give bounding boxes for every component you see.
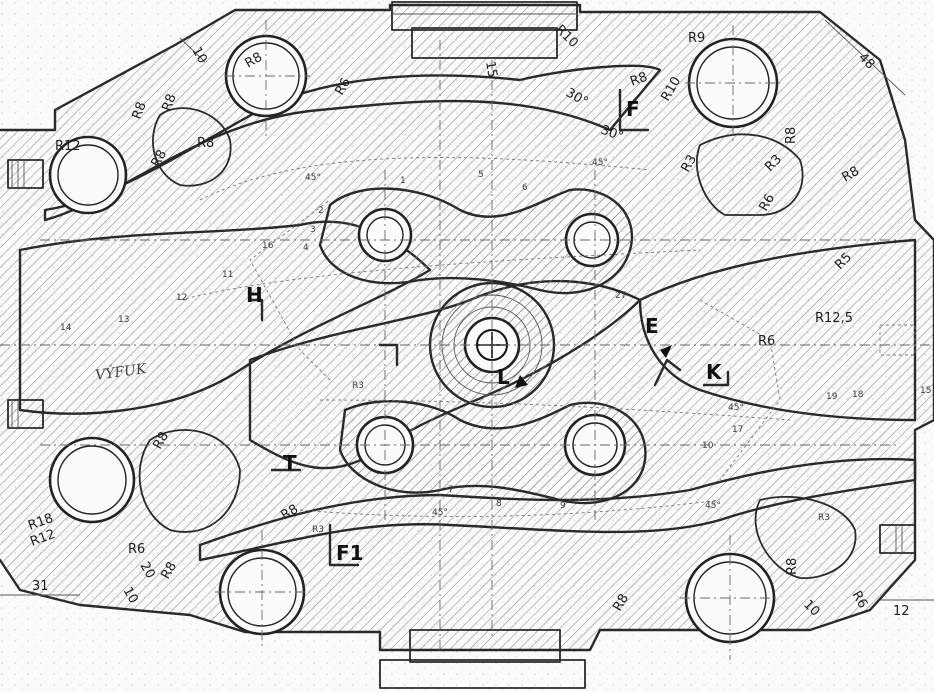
section-markers <box>248 88 730 567</box>
bore-left <box>48 135 128 215</box>
label-K: K <box>706 360 723 384</box>
radius-left-pocket-b: R8 <box>130 100 150 121</box>
svg-text:19: 19 <box>826 392 838 402</box>
svg-text:1: 1 <box>400 176 406 186</box>
dim-rib-top: 15 <box>482 60 500 79</box>
profile-arcs <box>179 157 791 518</box>
radius-lower-left-a: R8 <box>150 430 172 452</box>
radius-center-r3: R3 <box>352 381 364 391</box>
angle-a4: 45° <box>305 173 321 183</box>
radius-upper-right-a: R8 <box>628 70 649 90</box>
radius-left-pocket-a: R8 <box>148 148 170 170</box>
label-T: T <box>283 451 297 475</box>
label-F1: F1 <box>336 541 364 565</box>
threaded-ports <box>7 159 916 554</box>
radius-lower-left-e: R8 <box>158 560 180 582</box>
radius-right-edge: R8 <box>840 164 862 186</box>
svg-text:12: 12 <box>176 293 187 303</box>
svg-text:17: 17 <box>732 425 743 435</box>
svg-text:8: 8 <box>496 499 502 509</box>
radius-lower-mid-b: R3 <box>312 525 324 535</box>
label-F: F <box>626 97 640 121</box>
label-L: L <box>497 365 510 389</box>
angle-a2: 30° <box>599 123 626 145</box>
label-H: H <box>246 283 263 307</box>
radius-right-port-b: R6 <box>758 334 775 349</box>
bottom-flange <box>379 629 586 689</box>
bore-bottom-left <box>48 436 136 524</box>
radius-lower-right-c: R8 <box>610 592 632 614</box>
rotor-lower <box>338 400 647 505</box>
svg-text:11: 11 <box>222 270 233 280</box>
label-E: E <box>645 314 659 338</box>
svg-text:7: 7 <box>448 485 454 495</box>
radius-lower-mid-a: R8 <box>279 502 301 524</box>
dim-right-width: 12 <box>893 604 910 619</box>
svg-text:5: 5 <box>478 170 484 180</box>
svg-text:13: 13 <box>118 315 129 325</box>
svg-text:2: 2 <box>318 206 324 216</box>
center-lines <box>0 20 934 660</box>
angle-a7: 45° <box>728 403 744 413</box>
dim-top-left: 10 <box>189 45 210 67</box>
radius-lower-right-b: R3 <box>818 513 830 523</box>
radius-left-boss: R12 <box>55 139 81 154</box>
radius-lower-right-d: R6 <box>849 589 871 611</box>
radius-lower-right-a: R8 <box>785 558 800 575</box>
bore-rotor-upper-right <box>564 212 620 268</box>
svg-text:15: 15 <box>920 386 931 396</box>
svg-text:9: 9 <box>560 501 566 511</box>
svg-text:4: 4 <box>303 243 309 253</box>
radius-upper-left-c: R8 <box>160 92 180 113</box>
dim-lower-left: 10 <box>120 585 141 607</box>
radius-top-right: R9 <box>688 31 705 46</box>
angle-a3: 45° <box>592 158 608 168</box>
svg-text:3: 3 <box>310 225 316 235</box>
svg-text:16: 16 <box>262 241 274 251</box>
radius-upper-right-c: R6 <box>756 192 778 214</box>
station-numbers: 1 2 3 4 5 6 7 8 9 10 11 12 13 14 15 16 1… <box>60 170 931 511</box>
svg-text:6: 6 <box>522 183 528 193</box>
dim-left-width: 31 <box>32 579 49 594</box>
radius-upper-right-e: R3 <box>678 153 700 175</box>
dim-center-small: 27 <box>615 291 626 301</box>
radius-upper-left-b: R6 <box>332 76 354 98</box>
svg-text:18: 18 <box>852 390 864 400</box>
radius-labels: R10 R9 R10 R8 R6 R8 R8 R12 R8 R8 R8 R8 R… <box>26 22 870 614</box>
angle-a5: 45° <box>432 508 448 518</box>
svg-text:14: 14 <box>60 323 72 333</box>
radius-upper-left-a: R8 <box>243 50 265 72</box>
radius-right-port: R12,5 <box>815 311 853 326</box>
radius-upper-right-b: R8 <box>784 127 799 144</box>
radius-lower-left-d: R6 <box>128 542 145 557</box>
radius-upper-left-d: R8 <box>197 136 214 151</box>
top-flange <box>391 1 578 59</box>
dim-lower-left2: 20 <box>137 560 158 582</box>
angle-a6: 45° <box>705 501 721 511</box>
svg-text:10: 10 <box>702 441 714 451</box>
